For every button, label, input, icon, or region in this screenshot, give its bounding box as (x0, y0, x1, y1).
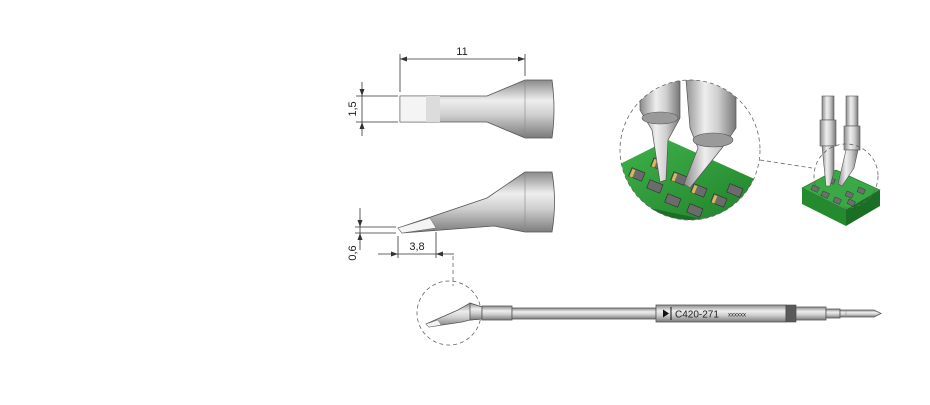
tip-top-view (399, 79, 555, 139)
length-label: 11 (456, 46, 467, 58)
zoom-detail (619, 79, 813, 221)
bevel-dimension: 3,8 (378, 232, 454, 258)
length-dimension: 11 (399, 46, 526, 92)
tip-side-view (397, 171, 555, 234)
width-label: 1,5 (347, 101, 359, 116)
cartridge-model-label: C420-271 (675, 310, 719, 321)
thickness-dimension: 0,6 (347, 208, 396, 261)
cartridge-drawing: C420-271 xxxxxx (416, 280, 882, 346)
bevel-label: 3,8 (409, 241, 424, 253)
tweezer-overview (801, 95, 881, 226)
width-dimension: 1,5 (347, 82, 398, 136)
thickness-label: 0,6 (347, 245, 359, 260)
cartridge-serial-label: xxxxxx (728, 313, 746, 319)
